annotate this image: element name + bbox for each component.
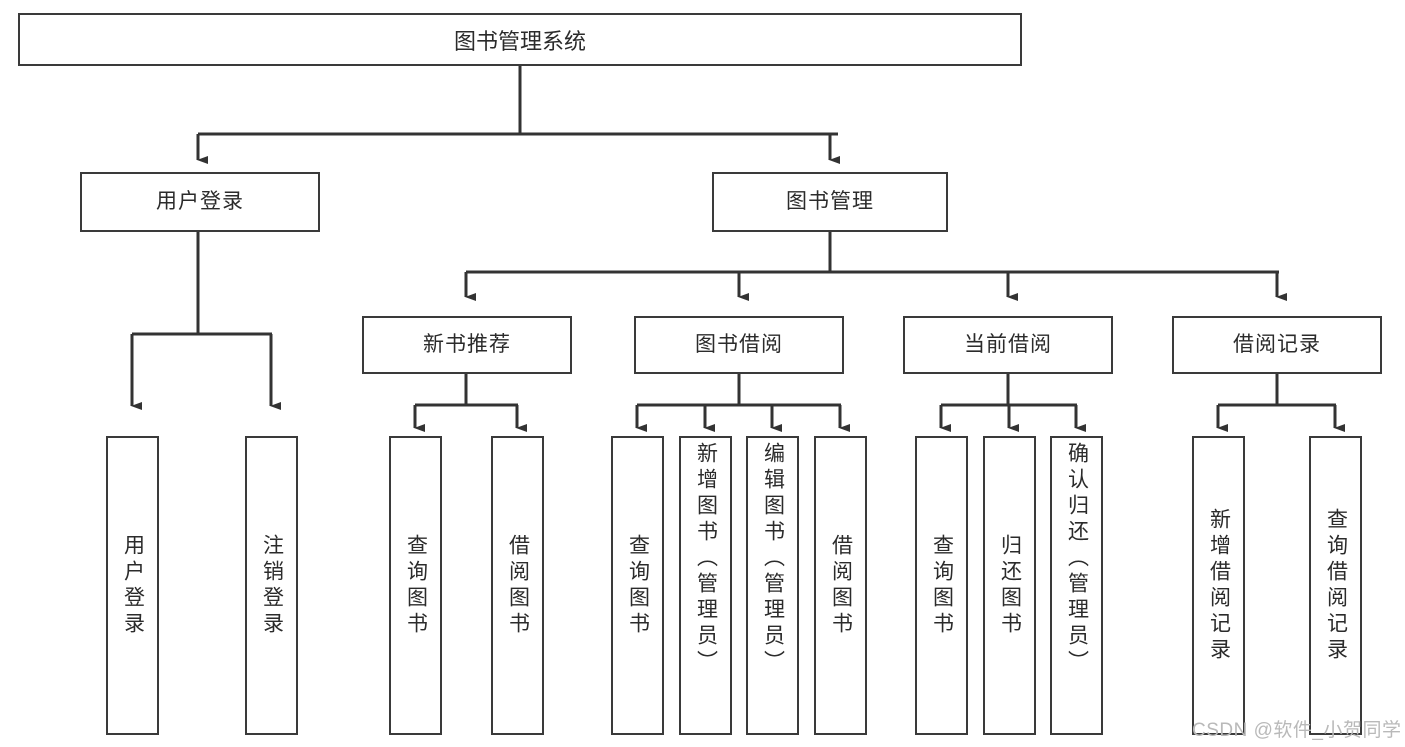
leaf-add-book[interactable]: 新增图书（管理员） [679,436,732,735]
leaf-query-book-1[interactable]: 查询图书 [389,436,442,735]
node-root-system[interactable]: 图书管理系统 [18,13,1022,66]
leaf-query-book-3-label: 查询图书 [930,533,954,638]
leaf-add-book-label: 新增图书（管理员） [694,442,718,676]
leaf-borrow-book-2[interactable]: 借阅图书 [814,436,867,735]
node-book-manage-label: 图书管理 [786,190,874,214]
leaf-borrow-book-2-label: 借阅图书 [829,533,853,638]
leaf-query-book-3[interactable]: 查询图书 [915,436,968,735]
leaf-borrow-book-1-label: 借阅图书 [506,533,530,638]
leaf-borrow-book-1[interactable]: 借阅图书 [491,436,544,735]
leaf-return-book[interactable]: 归还图书 [983,436,1036,735]
node-current-borrow-label: 当前借阅 [964,333,1052,357]
leaf-logout[interactable]: 注销登录 [245,436,298,735]
leaf-query-borrow-record-label: 查询借阅记录 [1324,507,1348,664]
leaf-confirm-return[interactable]: 确认归还（管理员） [1050,436,1103,735]
leaf-edit-book-label: 编辑图书（管理员） [761,442,785,676]
node-root-label: 图书管理系统 [453,28,586,54]
leaf-query-book-2-label: 查询图书 [626,533,650,638]
leaf-edit-book[interactable]: 编辑图书（管理员） [746,436,799,735]
leaf-query-book-1-label: 查询图书 [404,533,428,638]
node-borrow-record[interactable]: 借阅记录 [1172,316,1382,374]
leaf-add-borrow-record[interactable]: 新增借阅记录 [1192,436,1245,735]
leaf-user-login-label: 用户登录 [121,533,145,638]
leaf-add-borrow-record-label: 新增借阅记录 [1207,507,1231,664]
node-new-book-recommend[interactable]: 新书推荐 [362,316,572,374]
node-user-login-label: 用户登录 [156,190,244,214]
leaf-query-book-2[interactable]: 查询图书 [611,436,664,735]
csdn-watermark: CSDN @软件_小贺同学 [1192,720,1402,741]
leaf-logout-label: 注销登录 [260,533,284,638]
node-book-borrow-label: 图书借阅 [695,333,783,357]
node-new-book-recommend-label: 新书推荐 [423,333,511,357]
leaf-user-login[interactable]: 用户登录 [106,436,159,735]
node-book-borrow[interactable]: 图书借阅 [634,316,844,374]
node-user-login[interactable]: 用户登录 [80,172,320,232]
leaf-confirm-return-label: 确认归还（管理员） [1065,442,1089,676]
node-borrow-record-label: 借阅记录 [1233,333,1321,357]
leaf-return-book-label: 归还图书 [998,533,1022,638]
node-current-borrow[interactable]: 当前借阅 [903,316,1113,374]
node-book-manage[interactable]: 图书管理 [712,172,948,232]
leaf-query-borrow-record[interactable]: 查询借阅记录 [1309,436,1362,735]
